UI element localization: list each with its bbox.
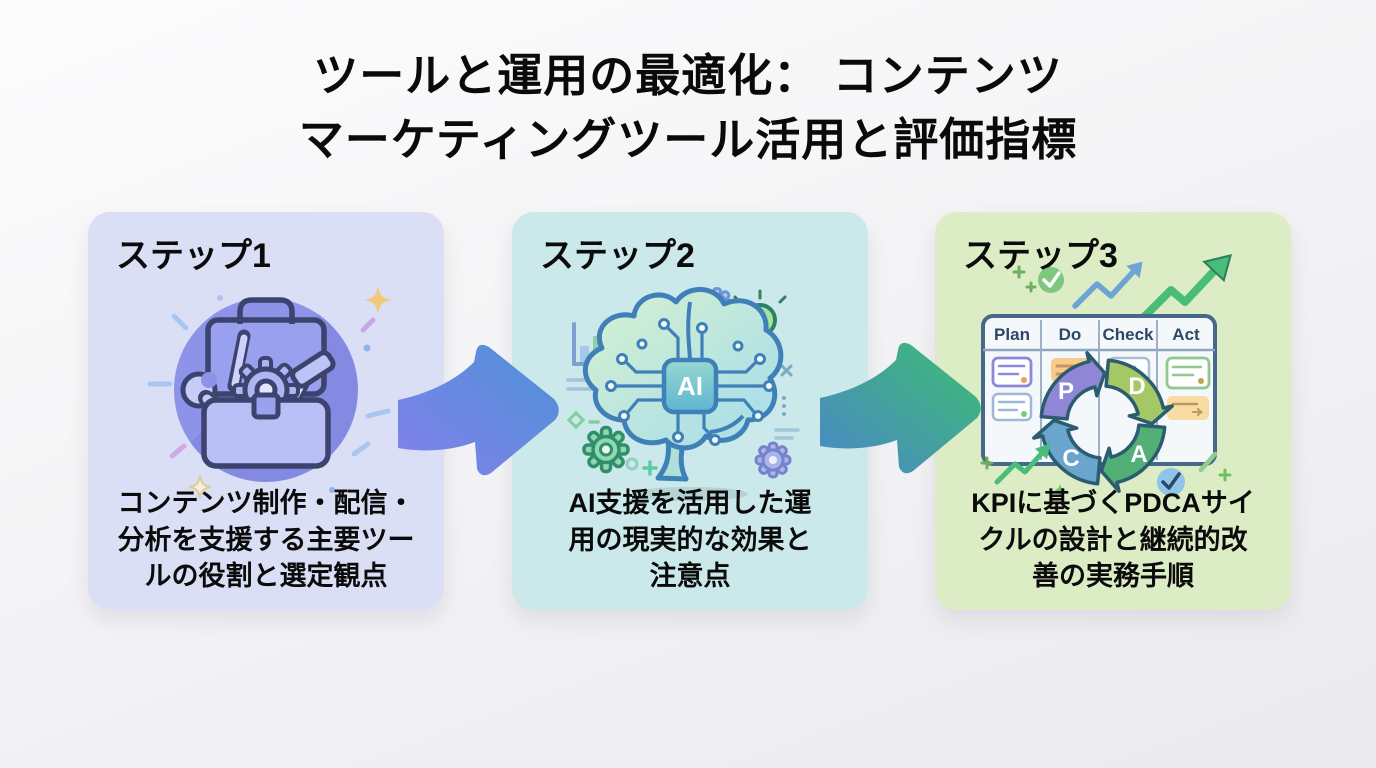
plus-accents-top <box>1012 265 1037 293</box>
pdca-segment-check <box>1032 418 1102 486</box>
circuit-nodes <box>605 318 775 446</box>
toolbox-icon <box>116 264 416 524</box>
pdca-segment-do <box>1104 358 1174 426</box>
growth-arrow-icon-small <box>994 443 1051 485</box>
pdca-column-act: Act <box>1172 325 1200 344</box>
circuit-traces <box>616 326 764 438</box>
step-card-2: ステップ2 <box>512 212 868 610</box>
pdca-letter-d: D <box>1128 373 1145 400</box>
ai-chip: AI <box>661 357 719 415</box>
ai-brain-icon: AI <box>540 272 840 502</box>
diagonal-accents <box>1198 451 1232 482</box>
growth-arrow-icon-blue <box>1072 261 1143 309</box>
pdca-letter-p: P <box>1058 378 1074 405</box>
step-1-label: ステップ1 <box>116 237 271 275</box>
sparkle-icons <box>147 286 392 499</box>
plus-accents-bottom <box>980 456 1066 496</box>
pdca-column-plan: Plan <box>994 325 1030 344</box>
misc-accents <box>566 364 800 476</box>
brain-midline <box>686 301 692 363</box>
pdca-column-do: Do <box>1059 325 1082 344</box>
pdca-ring: P D C A <box>1032 351 1174 493</box>
toolbox-clasp <box>251 392 281 420</box>
ai-chip-label: AI <box>677 371 703 401</box>
checkmark-icon-green <box>1038 267 1064 293</box>
gear-icon-green <box>582 425 630 474</box>
pdca-segment-plan <box>1039 351 1107 421</box>
page-title: ツールと運用の最適化： コンテンツ マーケティングツール活用と評価指標 <box>298 50 1078 165</box>
growth-arrow-icon-green <box>1139 254 1233 322</box>
checkmark-icon-blue <box>1157 468 1185 496</box>
brain-fold <box>709 414 745 434</box>
step-2-description: AI支援を活用した運 用の現実的な効果と 注意点 <box>568 488 812 591</box>
flow-arrow-2-icon <box>820 342 981 474</box>
step-1-description: コンテンツ制作・配信・ 分析を支援する主要ツー ルの役割と選定観点 <box>117 488 415 591</box>
gear-icon-blue <box>754 441 792 479</box>
pdca-cycle-icon: Plan Do Check Act <box>963 254 1263 504</box>
step-2-label: ステップ2 <box>540 237 695 275</box>
brain-shadow <box>632 487 748 501</box>
toolbox-front <box>201 392 331 469</box>
toolbox-handle <box>237 297 295 324</box>
step-3-description: KPIに基づくPDCAサイ クルの設計と継続的改 善の実務手順 <box>971 488 1255 591</box>
pdca-segment-act <box>1099 423 1167 493</box>
step-card-3: ステップ3 <box>935 212 1291 610</box>
pdca-column-check: Check <box>1102 325 1154 344</box>
step-card-1: ステップ1 <box>88 212 444 610</box>
step-3-label: ステップ3 <box>963 237 1118 275</box>
pdca-letter-a: A <box>1130 441 1147 468</box>
pdca-letter-c: C <box>1062 445 1079 472</box>
flow-arrow-1-icon <box>398 344 559 476</box>
